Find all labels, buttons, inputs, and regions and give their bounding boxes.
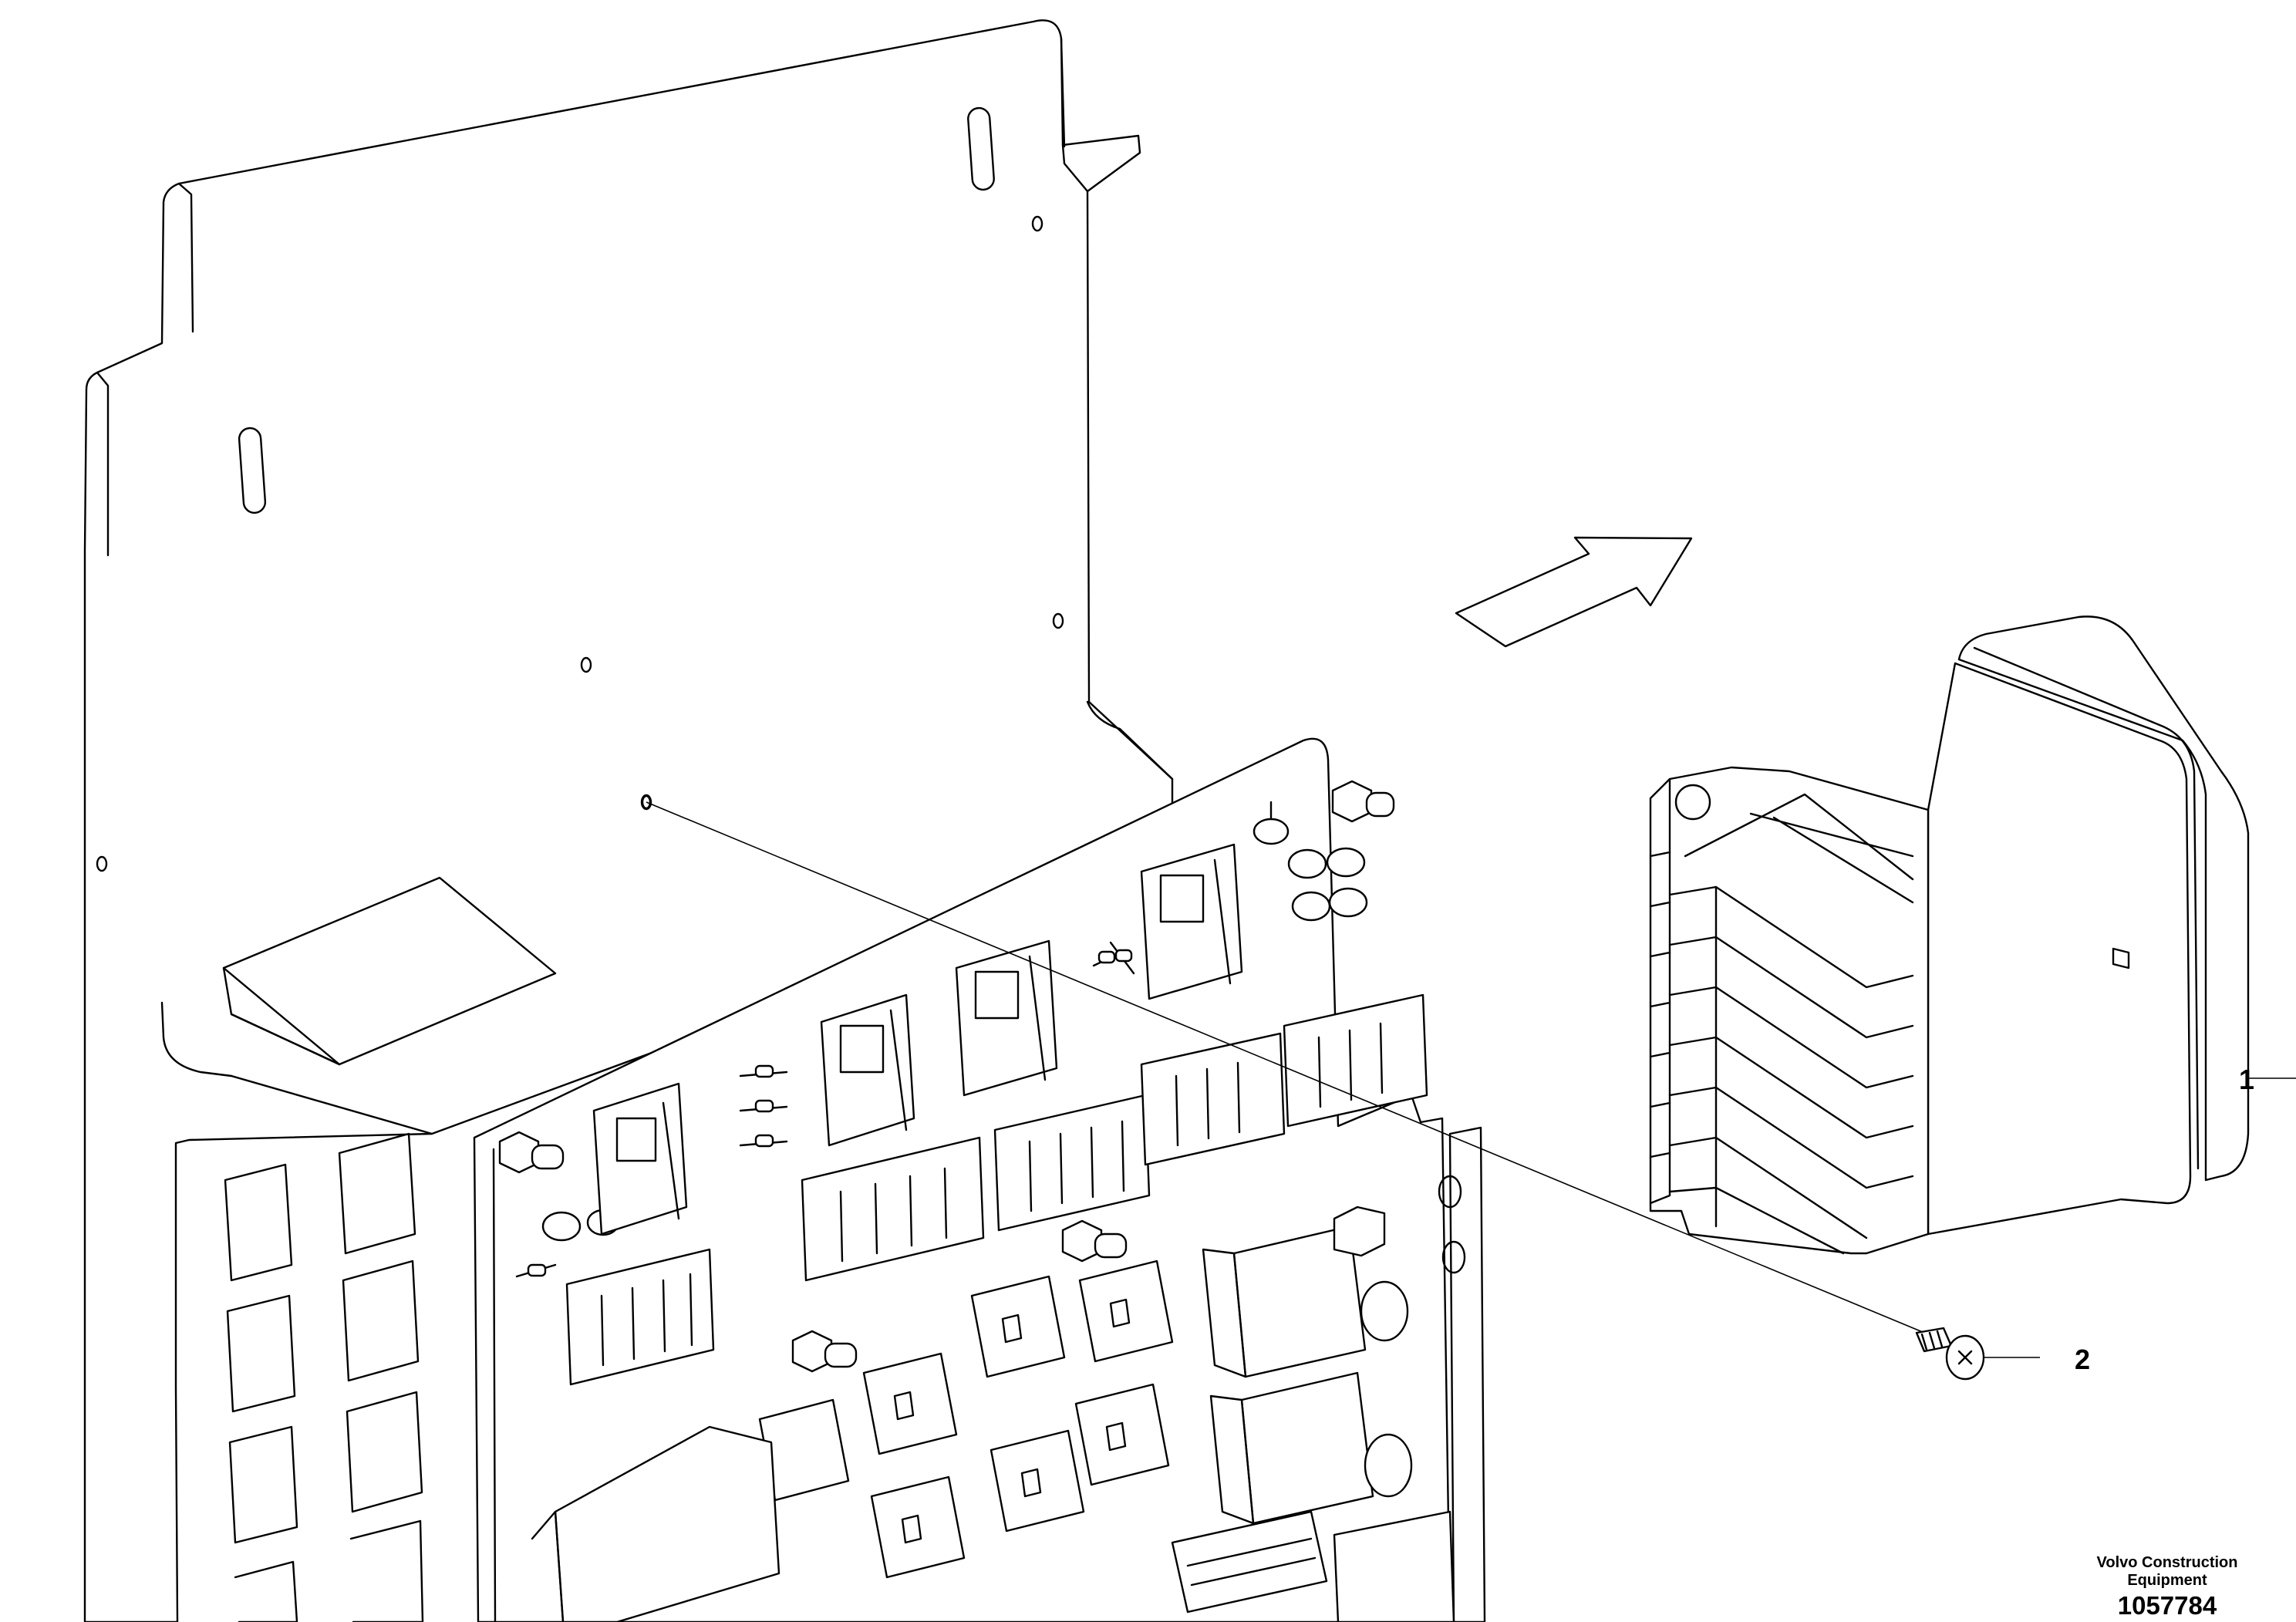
control-unit	[1649, 615, 2250, 1255]
mounting-bracket	[83, 19, 1313, 1622]
callout-label-1-visible: 1	[2239, 1064, 2254, 1095]
relay-sockets	[592, 843, 1243, 1236]
screw	[1915, 1327, 1985, 1381]
direction-arrow	[1455, 536, 1693, 648]
diodes	[515, 941, 1135, 1278]
heat-sink-fins	[1649, 793, 1914, 1255]
assembly-guide-line	[640, 794, 1929, 1335]
bracket-cutouts	[224, 1132, 424, 1622]
company-credit: Volvo Construction Equipment	[2096, 1554, 2238, 1589]
cross-relay-sockets	[758, 1259, 1174, 1579]
relay-board	[473, 737, 1486, 1622]
large-relays	[1202, 1206, 1413, 1525]
drawing-number: 1057784	[2117, 1591, 2217, 1620]
terminal-studs	[498, 780, 1395, 1373]
fuse-blocks	[565, 993, 1428, 1386]
callout-label-2: 2	[2075, 1344, 2090, 1375]
